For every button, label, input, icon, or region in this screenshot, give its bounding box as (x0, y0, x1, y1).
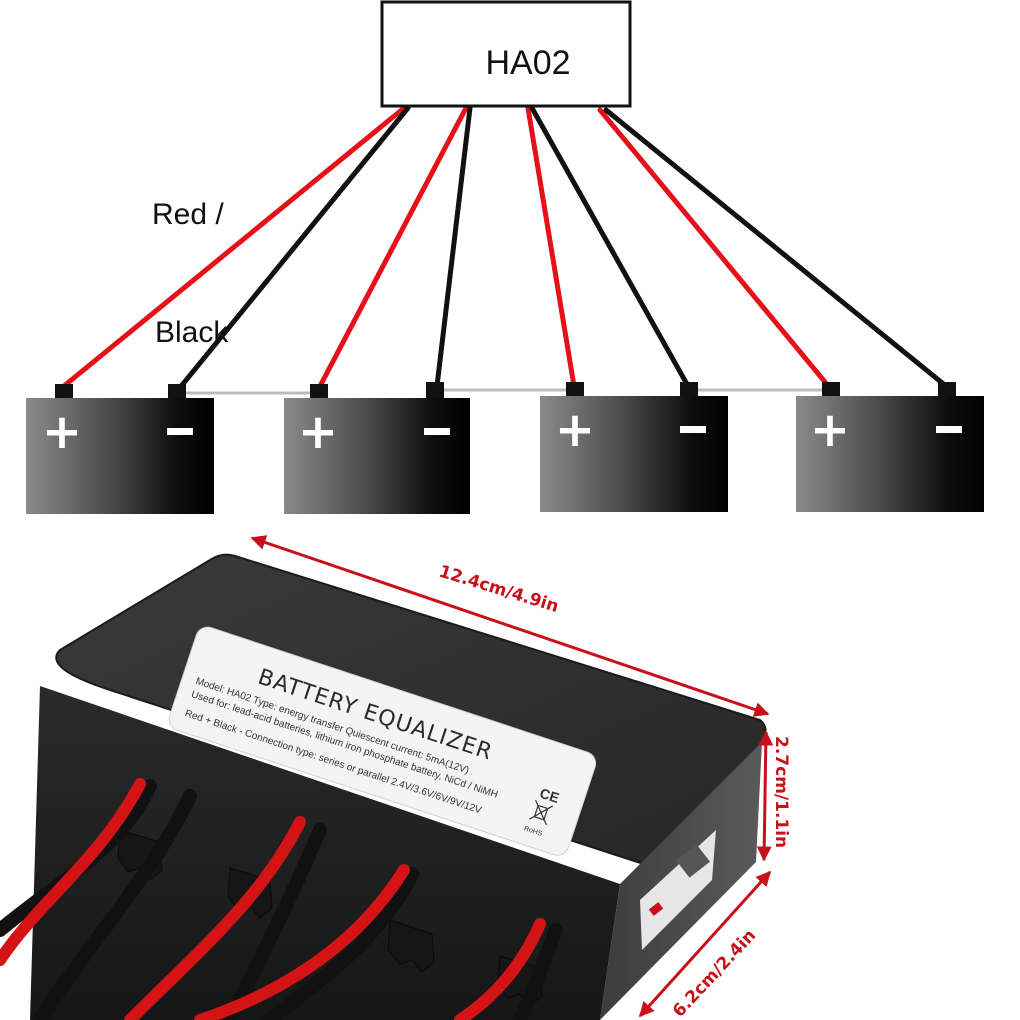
wire-red-4 (597, 107, 833, 391)
wire-black-1 (175, 105, 411, 393)
wire-black-4 (603, 107, 949, 389)
battery-plus-icon: + (810, 402, 850, 458)
cables (0, 778, 563, 1020)
battery-3: + (540, 382, 728, 512)
battery-plus-icon: + (555, 402, 595, 458)
wire-black-3 (529, 105, 691, 389)
wire-label-black: Black (155, 316, 229, 349)
dim-width-arrow (638, 870, 772, 1018)
series-links (184, 388, 822, 395)
battery-plus-icon: + (298, 404, 338, 460)
ha02-label: HA02 (485, 44, 570, 82)
housing-front (30, 686, 620, 1020)
dim-height-label: 2.7cm/1.1in (771, 736, 791, 848)
ha02-module-box: HA02 (380, 0, 632, 108)
weee-bin-icon (529, 800, 554, 826)
wire-label-red: Red / (152, 198, 224, 231)
battery-1: + (26, 384, 214, 514)
dim-width-label: 6.2cm/2.4in (669, 926, 760, 1020)
wire-red-2 (315, 105, 469, 393)
ce-mark-icon: CE (538, 785, 561, 806)
battery-minus-icon (680, 426, 706, 433)
battery-minus-icon (936, 426, 962, 433)
battery-minus-icon (167, 428, 193, 435)
wire-black-2 (434, 105, 473, 389)
dimension-arrows (250, 535, 774, 1018)
product-illustration: BATTERY EQUALIZER Model: HA02 Type: ener… (0, 535, 791, 1020)
wiring-diagram: HA02 Red / Black + + + (26, 0, 984, 514)
battery-minus-icon (424, 428, 450, 435)
battery-4: + (796, 382, 984, 512)
dim-length-arrow (250, 535, 770, 717)
battery-2: + (284, 382, 470, 514)
battery-plus-icon: + (42, 404, 82, 460)
wire-red-1 (61, 105, 407, 389)
wire-red-3 (525, 105, 577, 389)
wires (61, 105, 949, 393)
dim-height-arrow (756, 730, 774, 862)
